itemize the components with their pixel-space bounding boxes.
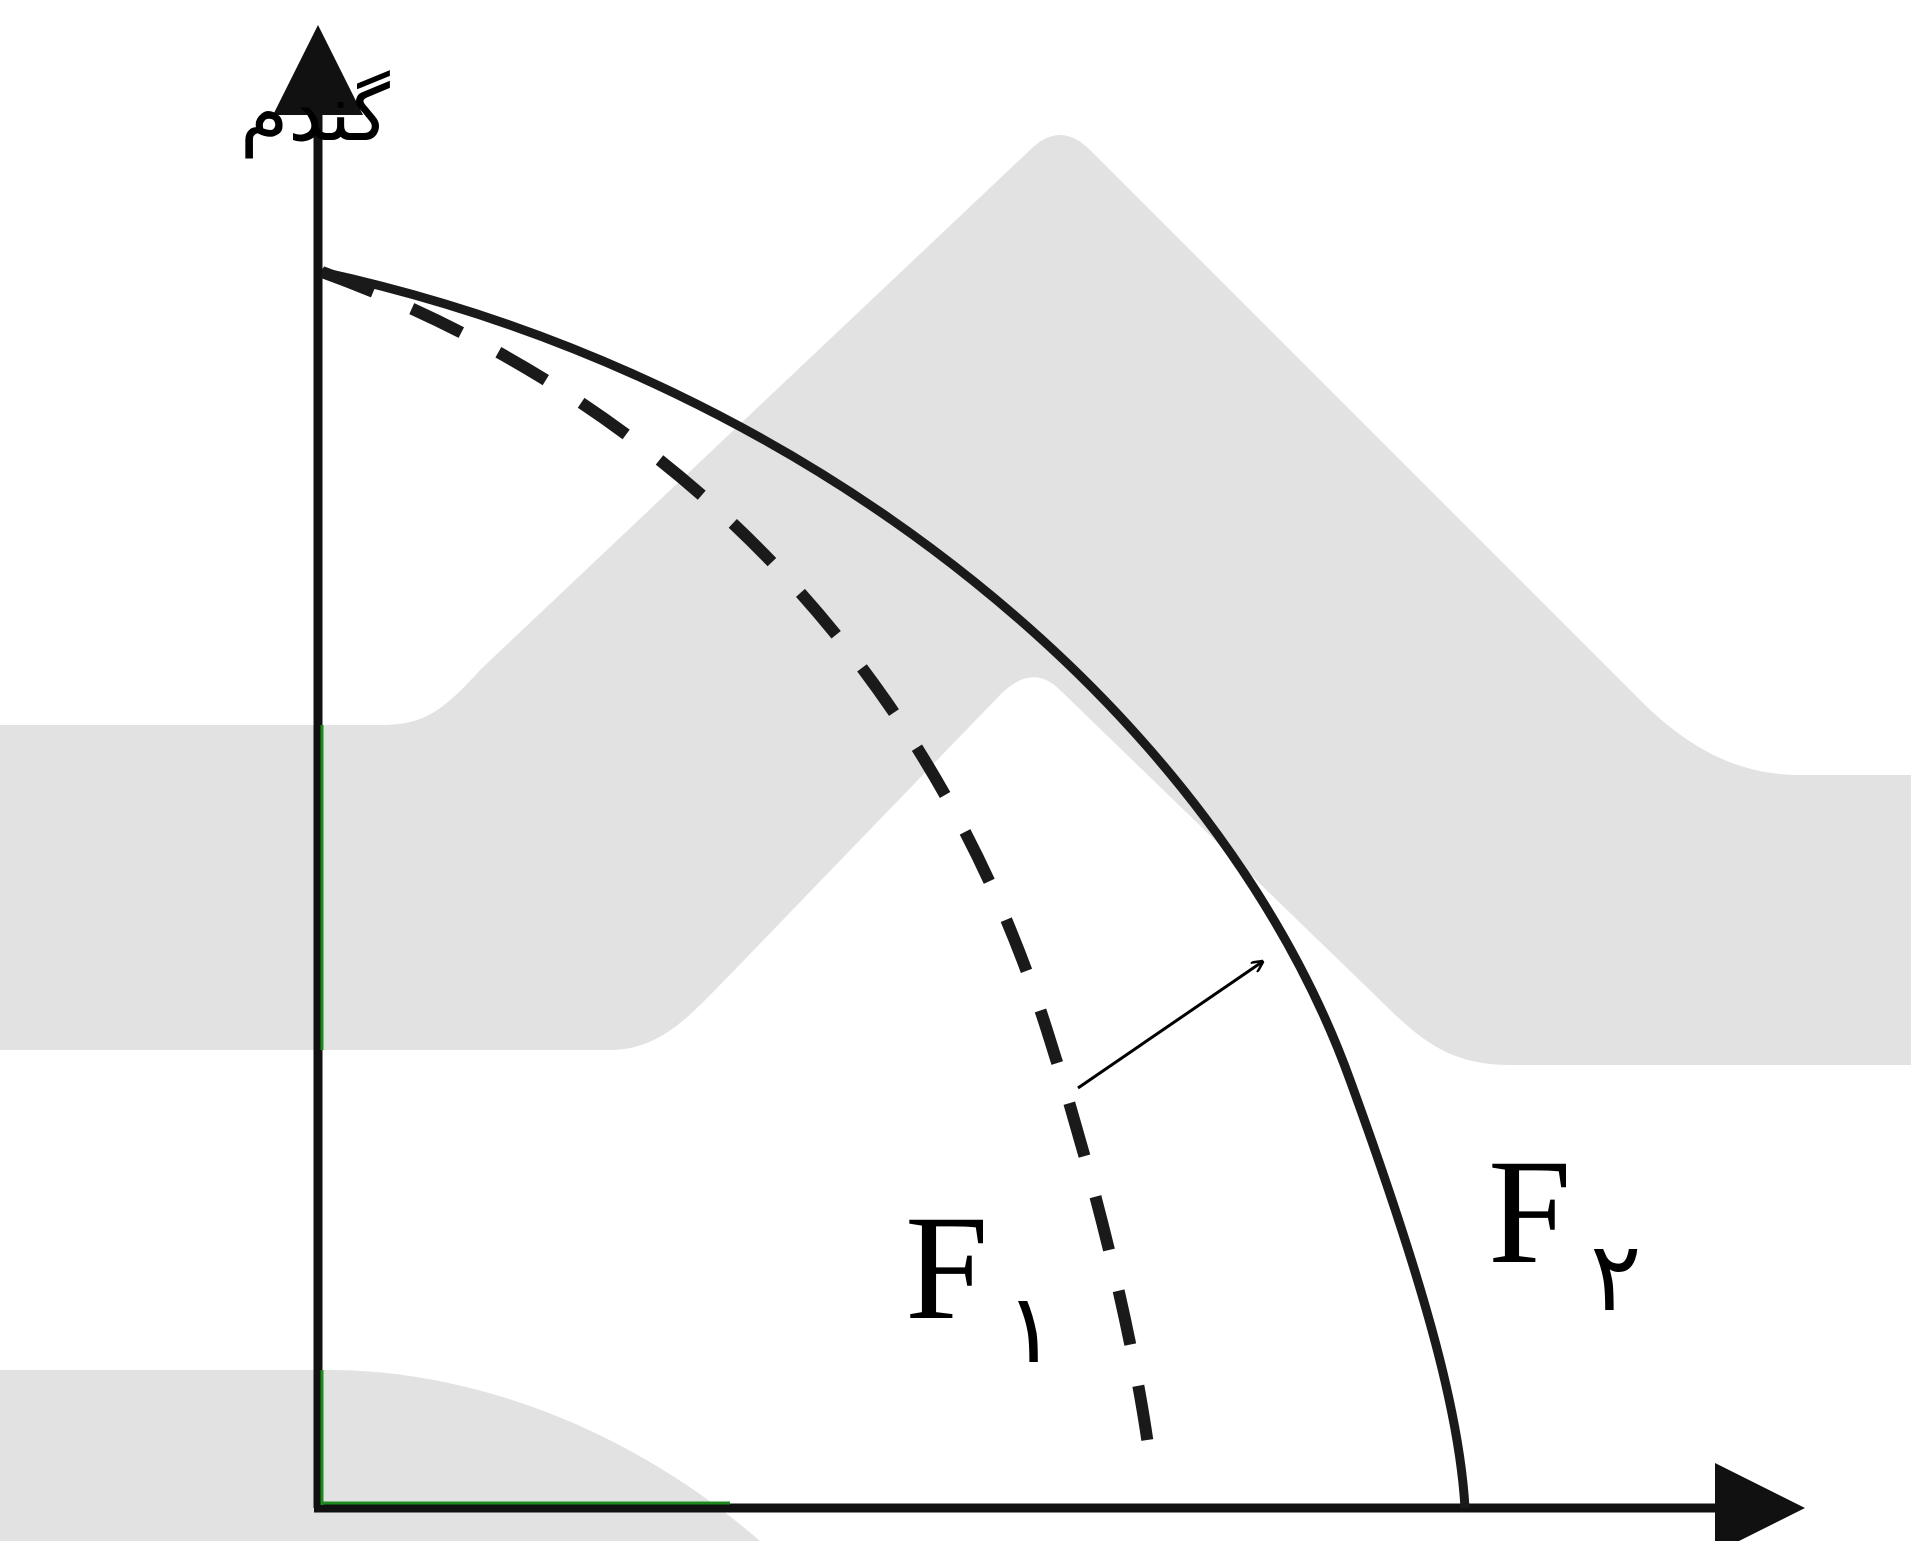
watermark-band-lower — [0, 1370, 760, 1541]
curve-f1-label: F ۱ — [905, 1185, 1057, 1385]
curve-f1 — [319, 266, 1156, 1461]
curve-f1-label-main: F — [905, 1185, 988, 1351]
curve-f2-label-main: F — [1488, 1129, 1571, 1295]
watermark-band-upper — [0, 135, 1911, 1065]
curve-f2-label: F ۲ — [1488, 1129, 1642, 1333]
x-axis-label: جو — [1907, 1459, 1911, 1541]
curve-f2-label-sub: ۲ — [1590, 1221, 1642, 1333]
curve-f2 — [321, 267, 1470, 1509]
watermark-background — [0, 135, 1911, 1541]
y-axis-label: گندم — [240, 69, 391, 159]
shift-arrow — [1077, 962, 1262, 1090]
curve-f1-label-sub: ۱ — [1005, 1273, 1057, 1385]
axes — [273, 25, 1805, 1541]
